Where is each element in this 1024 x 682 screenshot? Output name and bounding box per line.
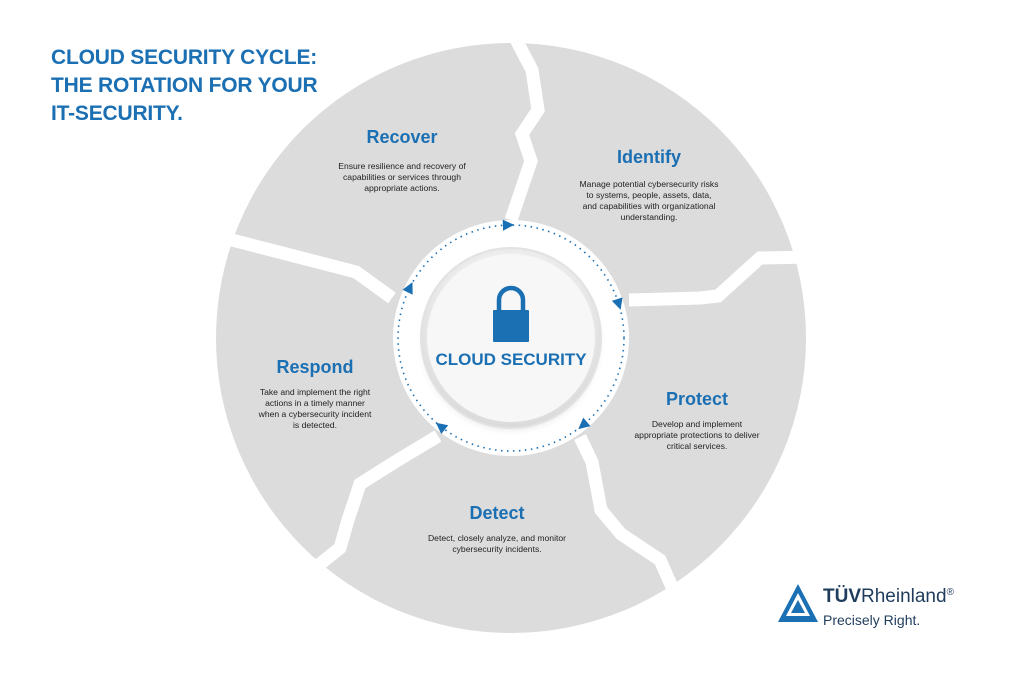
segment-description-line: capabilities or services through	[343, 172, 461, 182]
dotted-cycle-path	[397, 224, 625, 452]
segment-description-line: understanding.	[621, 212, 678, 222]
title-line-1: CLOUD SECURITY CYCLE:	[51, 46, 318, 69]
segment-description-line: cybersecurity incidents.	[452, 544, 541, 554]
cycle-arrows	[402, 219, 623, 435]
logo-brand: TÜVRheinland®	[823, 586, 954, 608]
padlock-icon	[493, 285, 529, 342]
segment-description-line: is detected.	[293, 420, 337, 430]
title-line-3: IT-SECURITY.	[51, 102, 183, 125]
divider-respond-recover	[230, 233, 396, 304]
segment-description-line: Take and implement the right	[260, 387, 371, 397]
segment-dividers	[230, 26, 811, 599]
cycle-arrow-icon	[578, 417, 591, 430]
cycle-arrow-icon	[611, 297, 623, 310]
registered-mark: ®	[946, 587, 954, 598]
segment-description-line: actions in a timely manner	[265, 398, 365, 408]
segment-description-line: and capabilities with organizational	[583, 201, 716, 211]
segment-title-detect: Detect	[469, 503, 524, 523]
divider-recover-identify	[504, 26, 545, 223]
divider-detect-respond	[310, 430, 442, 574]
cycle-arrow-icon	[435, 422, 449, 435]
tuv-rheinland-logo: TÜVRheinland® Precisely Right.	[776, 582, 986, 632]
logo-brand-rest: Rheinland	[861, 586, 947, 607]
title-line-2: THE ROTATION FOR YOUR	[51, 74, 318, 97]
logo-brand-bold: TÜV	[823, 586, 861, 607]
segment-description-line: to systems, people, assets, data,	[586, 190, 711, 200]
logo-tagline: Precisely Right.	[823, 612, 921, 628]
cloud-security-hub: CLOUD SECURITY	[397, 224, 625, 452]
divider-protect-detect	[574, 434, 682, 599]
cycle-arrow-icon	[502, 219, 515, 231]
segment-description-line: appropriate actions.	[364, 183, 439, 193]
tuv-triangle-logo-icon	[778, 584, 818, 622]
cycle-arrow-icon	[402, 282, 413, 295]
segment-description-line: Detect, closely analyze, and monitor	[428, 533, 566, 543]
page-title: CLOUD SECURITY CYCLE: THE ROTATION FOR Y…	[51, 44, 318, 128]
segment-title-identify: Identify	[617, 147, 681, 167]
divider-identify-protect	[628, 250, 811, 307]
segment-description-line: Manage potential cybersecurity risks	[580, 179, 719, 189]
segment-description-line: appropriate protections to deliver	[634, 430, 759, 440]
center-label: CLOUD SECURITY	[435, 350, 587, 369]
segment-description-line: Develop and implement	[652, 419, 743, 429]
segment-title-recover: Recover	[366, 127, 437, 147]
segment-title-protect: Protect	[666, 389, 728, 409]
segment-description-line: Ensure resilience and recovery of	[338, 161, 466, 171]
segment-description-line: critical services.	[667, 441, 728, 451]
segment-title-respond: Respond	[276, 357, 353, 377]
segment-description-line: when a cybersecurity incident	[258, 409, 372, 419]
